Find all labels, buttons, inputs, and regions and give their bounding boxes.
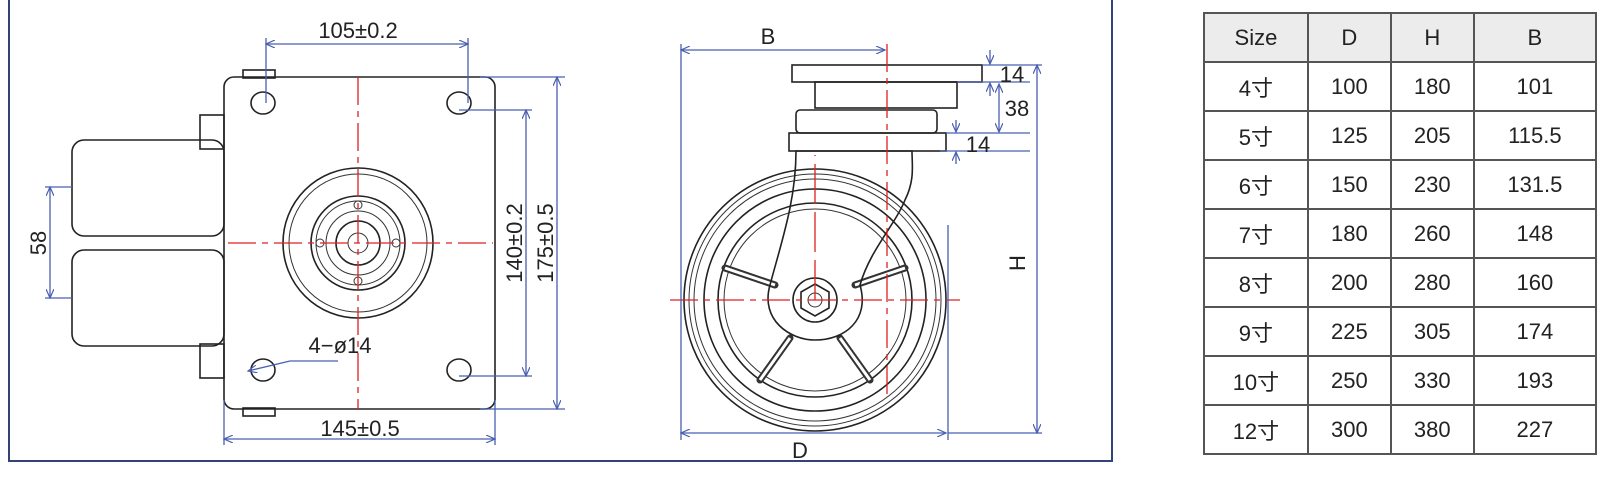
cell-b: 148: [1472, 208, 1598, 259]
cell-h: 260: [1389, 208, 1475, 259]
header-h: H: [1389, 12, 1475, 63]
lower-plate: [788, 132, 947, 152]
dim-plate-height: 175±0.5: [533, 203, 558, 282]
cell-b: 174: [1472, 306, 1598, 357]
cell-b: 115.5: [1472, 110, 1598, 161]
header-d: D: [1306, 12, 1392, 63]
dim-d: D: [792, 438, 808, 463]
cell-d: 225: [1306, 306, 1392, 357]
cell-h: 330: [1389, 355, 1475, 406]
cell-d: 180: [1306, 208, 1392, 259]
fork: [767, 150, 914, 341]
cell-d: 200: [1306, 257, 1392, 308]
dim-holes: 4−ø14: [309, 333, 372, 358]
dim-hole-spacing-y: 140±0.2: [502, 203, 527, 282]
dim-wheel-width: 58: [26, 231, 51, 255]
cell-d: 250: [1306, 355, 1392, 406]
dim-swivel-height: 38: [1005, 96, 1029, 121]
cell-size: 5寸: [1203, 110, 1309, 161]
top-view: 105±0.2 140±0.2 175±0.5 145±0.5 58 4−ø14: [26, 18, 565, 445]
cell-size: 4寸: [1203, 61, 1309, 112]
cell-size: 9寸: [1203, 306, 1309, 357]
cell-d: 150: [1306, 159, 1392, 210]
cell-size: 12寸: [1203, 404, 1309, 455]
cell-h: 280: [1389, 257, 1475, 308]
dim-h: H: [1005, 255, 1030, 271]
dim-hole-spacing-x: 105±0.2: [318, 18, 397, 43]
header-size: Size: [1203, 12, 1309, 63]
dim-plate-width: 145±0.5: [320, 416, 399, 441]
axle-nut: [800, 283, 830, 317]
cell-b: 160: [1472, 257, 1598, 308]
mount-plate: [223, 76, 496, 410]
table-header-row: Size D H B: [1203, 12, 1598, 63]
wheel-top-1: [71, 139, 225, 237]
drawing-frame: [8, 0, 1113, 462]
cell-h: 230: [1389, 159, 1475, 210]
dim-b: B: [761, 24, 776, 49]
cell-h: 305: [1389, 306, 1475, 357]
header-b: B: [1472, 12, 1598, 63]
cell-d: 125: [1306, 110, 1392, 161]
swivel-race: [795, 109, 938, 134]
cell-size: 7寸: [1203, 208, 1309, 259]
cell-b: 101: [1472, 61, 1598, 112]
dim-plate-thickness: 14: [1000, 62, 1024, 87]
dim-lower-plate: 14: [966, 132, 990, 157]
cell-h: 180: [1389, 61, 1475, 112]
cell-size: 6寸: [1203, 159, 1309, 210]
cell-size: 8寸: [1203, 257, 1309, 308]
cell-h: 205: [1389, 110, 1475, 161]
cell-b: 131.5: [1472, 159, 1598, 210]
cell-d: 300: [1306, 404, 1392, 455]
cell-d: 100: [1306, 61, 1392, 112]
cell-b: 227: [1472, 404, 1598, 455]
cell-h: 380: [1389, 404, 1475, 455]
cell-b: 193: [1472, 355, 1598, 406]
cell-size: 10寸: [1203, 355, 1309, 406]
wheel-top-2: [71, 249, 225, 347]
side-view: B D H 14 38 14: [670, 24, 1042, 463]
